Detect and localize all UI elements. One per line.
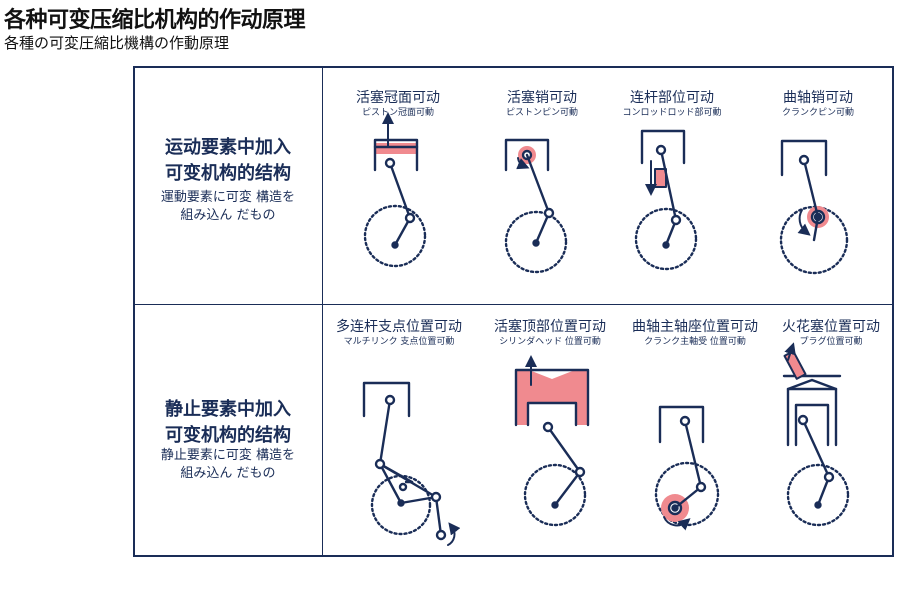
row-divider [133, 304, 894, 305]
piston-crown-mechanism [363, 112, 427, 268]
row1-title-line2: 可变机构的结构 [165, 163, 291, 184]
row1-sub-line2: 組み込ん だもの [180, 208, 276, 223]
caption-zh: 多连杆支点位置可动 [336, 319, 462, 335]
caption-ja: クランクピン可動 [781, 108, 854, 118]
caption-zh: 活塞销可动 [507, 90, 577, 106]
row2-sub-line1: 静止要素に可変 構造を [160, 448, 296, 463]
caption-ja: ピストン冠面可動 [361, 108, 434, 118]
caption-multilink: 多连杆支点位置可动 マルチリンク 支点位置可動 [326, 318, 472, 348]
conrod-mechanism [634, 129, 698, 271]
caption-ja: プラグ位置可動 [799, 337, 863, 347]
caption-zh: 曲轴销可动 [783, 90, 853, 106]
caption-ja: マルチリンク 支点位置可動 [343, 337, 455, 347]
page-subtitle: 各種の可変圧縮比機構の作動原理 [4, 34, 230, 52]
caption-conrod: 连杆部位可动 コンロッドロッド部可動 [612, 89, 732, 119]
row2-title-line1: 静止要素中加入 [165, 399, 291, 420]
crank-pin-mechanism [779, 139, 849, 275]
caption-zh: 火花塞位置可动 [782, 319, 880, 335]
caption-piston-pin: 活塞销可动 ピストンピン可動 [490, 89, 594, 119]
caption-cylinder-head: 活塞顶部位置可动 シリンダヘッド 位置可動 [484, 318, 616, 348]
main-bearing-mechanism [654, 405, 720, 531]
row2-title-line2: 可变机构的结构 [165, 425, 291, 446]
caption-ja: クランク主軸受 位置可動 [644, 337, 746, 347]
caption-spark-plug: 火花塞位置可动 プラグ位置可動 [772, 318, 890, 348]
row2-sub-line2: 組み込ん だもの [180, 466, 276, 481]
piston-pin-mechanism [504, 138, 568, 274]
column-divider [322, 66, 323, 557]
page-title: 各种可变压缩比机构的作动原理 [4, 8, 306, 33]
spark-plug-mechanism [782, 342, 850, 527]
caption-zh: 活塞冠面可动 [356, 90, 440, 106]
caption-main-bearing: 曲轴主轴座位置可动 クランク主軸受 位置可動 [622, 318, 768, 348]
caption-zh: 活塞顶部位置可动 [494, 319, 606, 335]
cylinder-head-mechanism [514, 355, 590, 527]
caption-ja: シリンダヘッド 位置可動 [499, 337, 601, 347]
caption-zh: 连杆部位可动 [630, 90, 714, 106]
row1-title-line1: 运动要素中加入 [165, 137, 291, 158]
caption-ja: ピストンピン可動 [505, 108, 578, 118]
diagram-frame [133, 66, 894, 557]
caption-ja: コンロッドロッド部可動 [622, 108, 722, 118]
row1-sub-line1: 運動要素に可変 構造を [160, 190, 296, 205]
caption-crank-pin: 曲轴销可动 クランクピン可動 [766, 89, 870, 119]
multilink-mechanism [362, 381, 461, 546]
caption-zh: 曲轴主轴座位置可动 [632, 319, 758, 335]
caption-piston-crown: 活塞冠面可动 ピストン冠面可動 [346, 89, 450, 119]
